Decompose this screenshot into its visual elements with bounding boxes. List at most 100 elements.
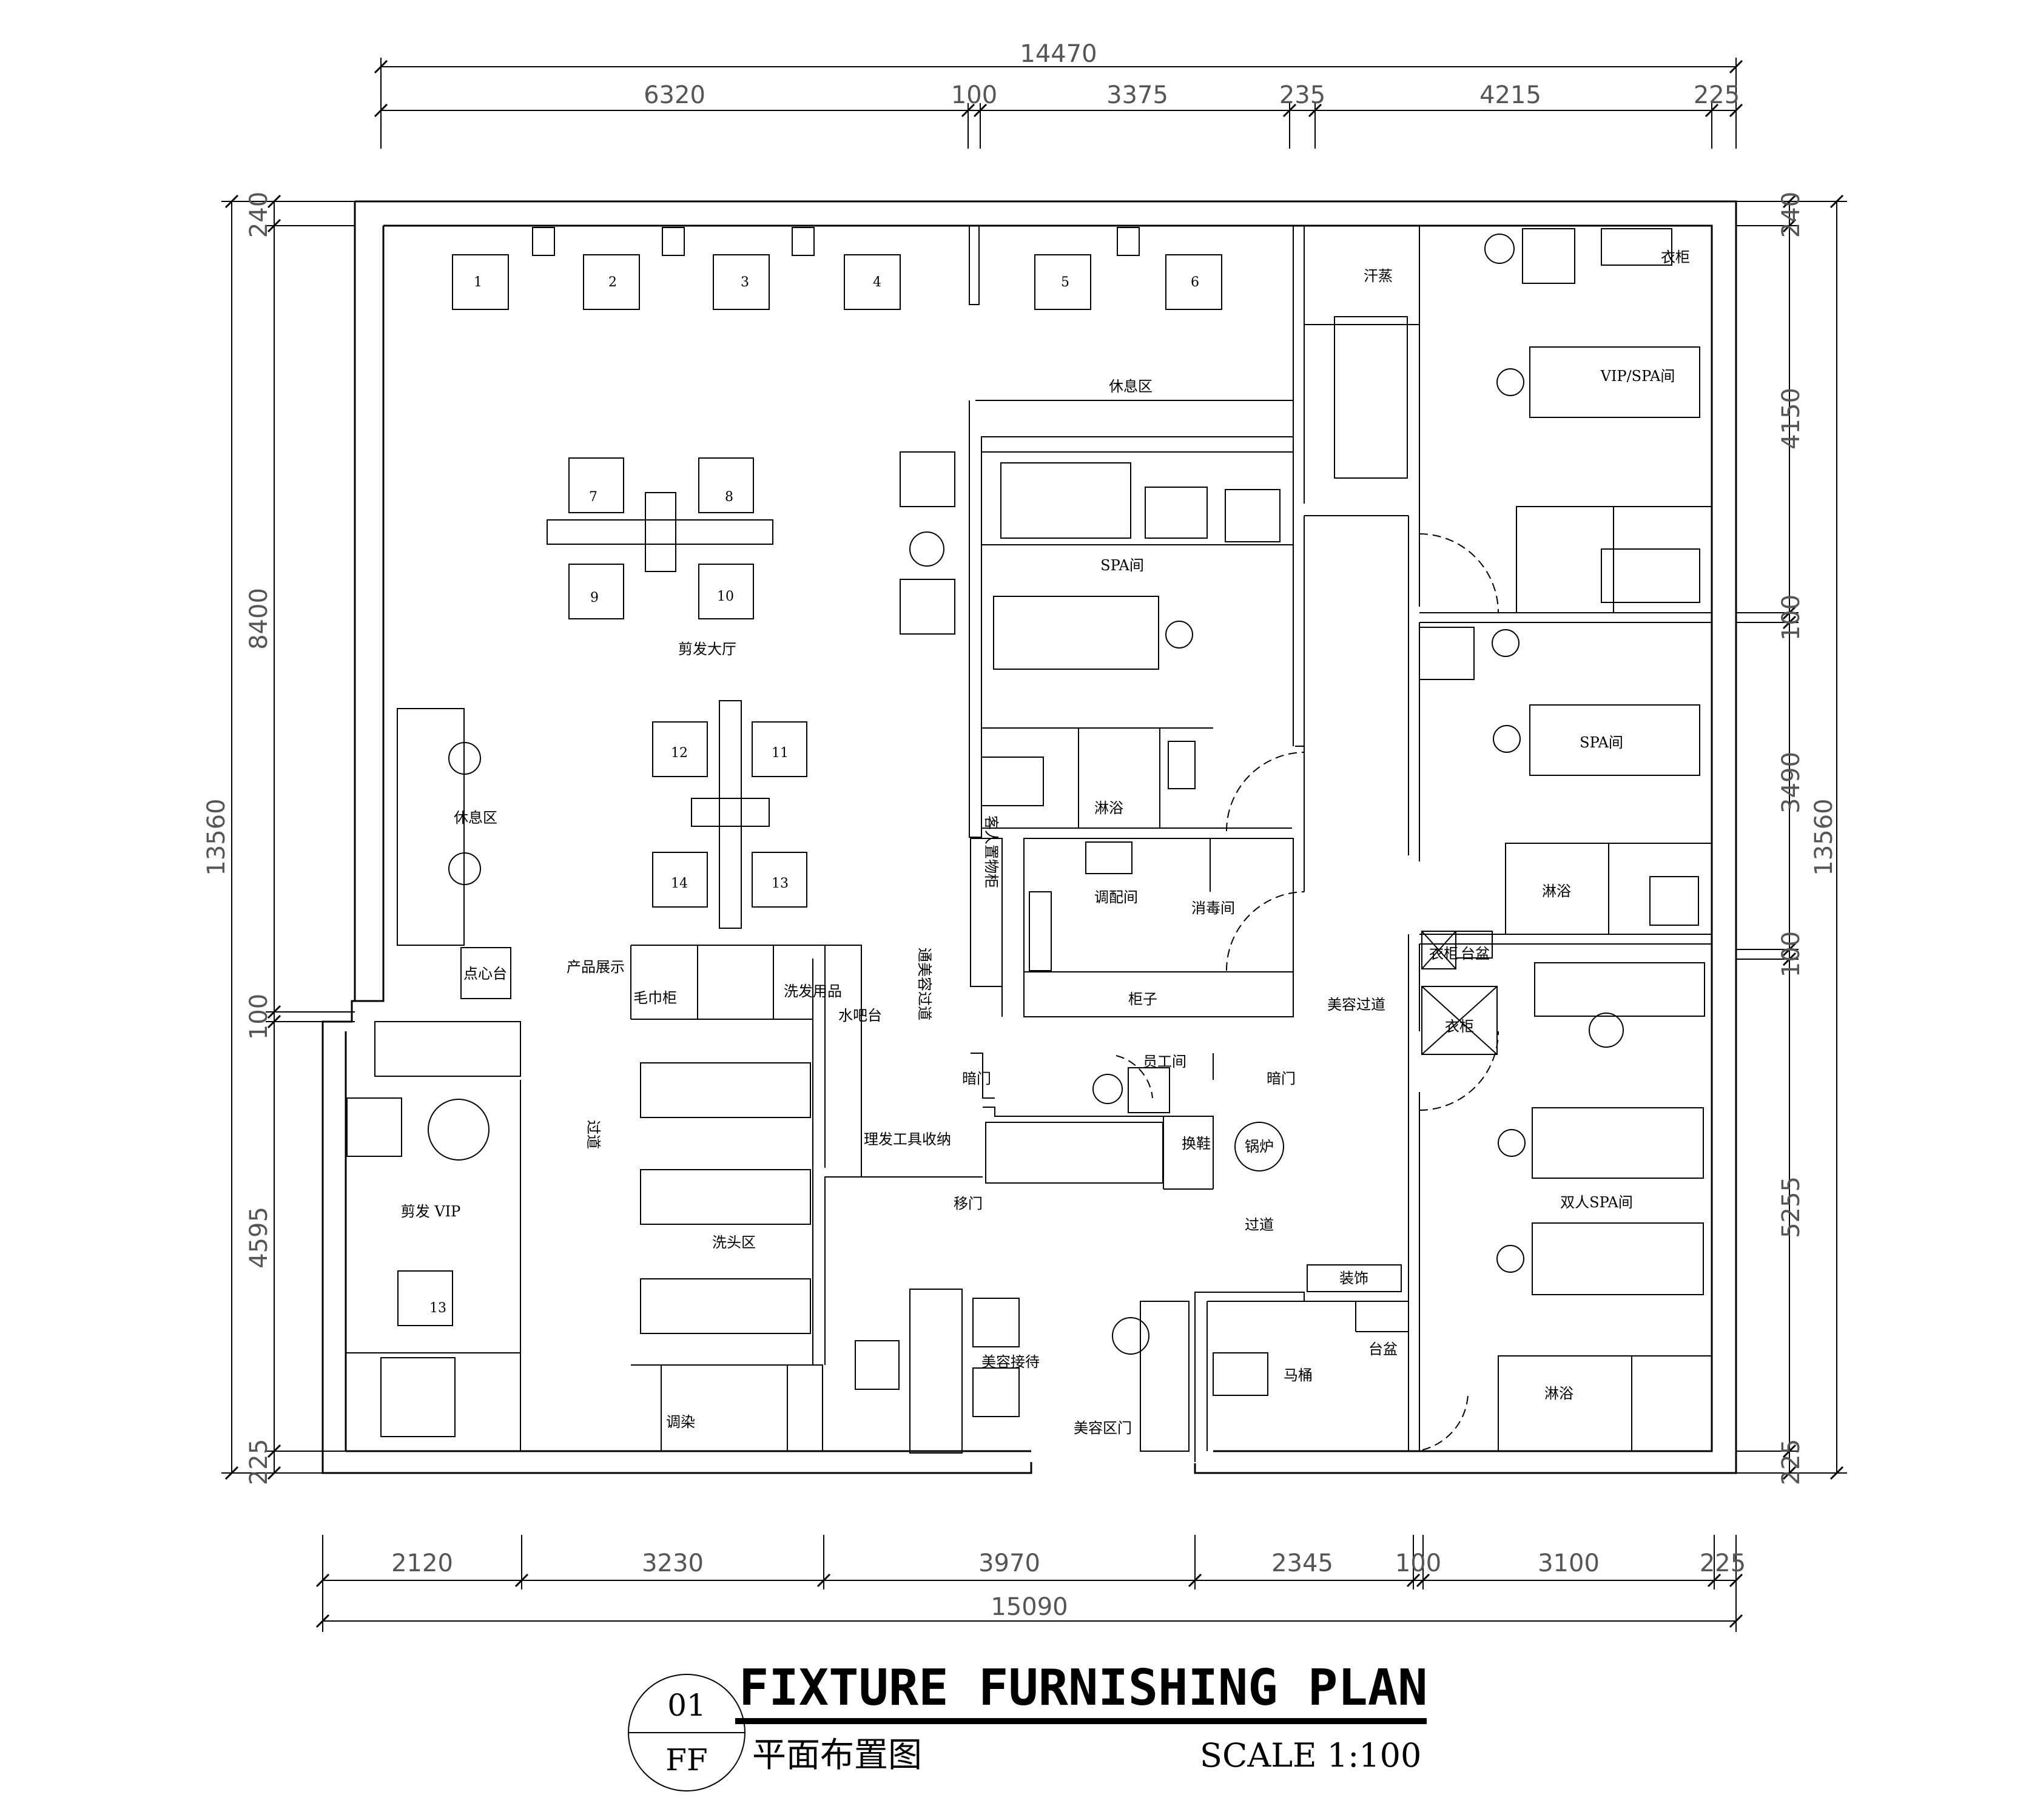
room-labels: 汗蒸 衣柜 VIP/SPA间 休息区 SPA间 剪发大厅 SPA间 休息区 淋浴… <box>401 249 1690 1437</box>
right-dim-6: 5255 <box>1777 1176 1805 1238</box>
label-dyeing: 调染 <box>666 1414 695 1431</box>
right-dim-2: 4150 <box>1777 388 1805 450</box>
plan-title: FIXTURE FURNISHING PLAN <box>739 1659 1427 1717</box>
label-shower-3: 淋浴 <box>1544 1385 1573 1402</box>
label-mixing-room: 调配间 <box>1094 889 1138 906</box>
bottom-dim-2: 3230 <box>642 1549 704 1577</box>
label-toilet: 马桶 <box>1284 1367 1313 1384</box>
label-hair-hall: 剪发大厅 <box>678 641 736 658</box>
drawing-number: 01 <box>667 1688 706 1723</box>
seat-number: 2 <box>608 275 617 290</box>
label-hair-vip: 剪发 VIP <box>401 1203 461 1220</box>
seat-number: 12 <box>671 746 688 761</box>
left-dim-5: 225 <box>245 1439 273 1485</box>
label-wash-supplies: 洗发用品 <box>784 983 842 1000</box>
label-double-spa: 双人SPA间 <box>1560 1194 1633 1211</box>
label-to-beauty-corridor: 通美容过道 <box>916 948 933 1020</box>
label-spa-room-1: SPA间 <box>1100 557 1144 574</box>
label-rest-area-1: 休息区 <box>1109 378 1153 395</box>
label-basin-1: 台盆 <box>1461 945 1490 962</box>
right-total-dim: 13560 <box>1810 798 1838 875</box>
seat-numbers: 1 2 3 4 5 6 7 8 9 10 11 12 13 14 13 <box>429 275 1199 1316</box>
label-cabinet: 柜子 <box>1128 991 1157 1008</box>
bottom-dim-6: 3100 <box>1538 1549 1600 1577</box>
bottom-total-dim: 15090 <box>991 1593 1068 1621</box>
top-dim-2: 100 <box>951 81 997 109</box>
bottom-dimensions: 2120 3230 3970 2345 100 3100 225 15090 <box>315 1535 1746 1632</box>
label-sweat-steam: 汗蒸 <box>1364 268 1393 285</box>
label-towel-cabinet: 毛巾柜 <box>633 989 677 1006</box>
label-shower-1: 淋浴 <box>1094 800 1123 817</box>
label-shoe-change: 换鞋 <box>1182 1135 1211 1152</box>
chairs <box>346 227 1672 1437</box>
label-vip-spa: VIP/SPA间 <box>1600 368 1675 385</box>
label-water-bar: 水吧台 <box>838 1007 882 1024</box>
seat-number: 1 <box>474 275 482 290</box>
label-sliding-door: 移门 <box>954 1195 983 1212</box>
spa-beds <box>993 316 1704 1295</box>
label-beauty-reception: 美容接待 <box>981 1353 1040 1370</box>
outer-walls <box>321 200 1737 1474</box>
top-dim-1: 6320 <box>644 81 705 109</box>
bottom-dim-1: 2120 <box>391 1549 453 1577</box>
label-wardrobe-1: 衣柜 <box>1661 249 1690 266</box>
label-spa-room-2: SPA间 <box>1580 734 1623 751</box>
label-decoration: 装饰 <box>1339 1270 1368 1287</box>
drawing-code: FF <box>665 1742 707 1778</box>
left-dim-1: 240 <box>245 192 273 238</box>
label-rest-area-2: 休息区 <box>454 809 497 826</box>
bottom-dim-3: 3970 <box>978 1549 1040 1577</box>
plan-subtitle: 平面布置图 <box>752 1736 922 1775</box>
label-product-display: 产品展示 <box>567 959 625 976</box>
top-total-dim: 14470 <box>1020 40 1097 68</box>
top-dim-4: 235 <box>1279 81 1325 109</box>
bottom-dim-5: 100 <box>1395 1549 1441 1577</box>
bottom-dim-4: 2345 <box>1271 1549 1333 1577</box>
label-shower-2: 淋浴 <box>1542 883 1571 900</box>
label-snack-counter: 点心台 <box>463 965 507 982</box>
label-boiler: 锅炉 <box>1245 1138 1274 1155</box>
title-block: 01 FF FIXTURE FURNISHING PLAN 平面布置图 SCAL… <box>628 1659 1427 1791</box>
top-dim-3: 3375 <box>1106 81 1168 109</box>
seat-number: 14 <box>671 876 688 891</box>
label-wardrobe-3: 衣柜 <box>1445 1018 1474 1035</box>
label-hair-tool-storage: 理发工具收纳 <box>864 1131 951 1148</box>
label-staff-room: 员工间 <box>1143 1053 1186 1070</box>
lounge-stools <box>448 742 511 999</box>
right-dim-5: 100 <box>1777 931 1805 977</box>
label-corridor-2: 过道 <box>1245 1216 1274 1233</box>
seat-number: 11 <box>772 746 789 761</box>
top-dimensions: 14470 6320 100 3375 235 4215 225 <box>374 40 1743 149</box>
right-dim-7: 225 <box>1777 1439 1805 1485</box>
label-hidden-door-2: 暗门 <box>1267 1070 1296 1087</box>
seat-number: 4 <box>873 275 881 290</box>
label-beauty-door: 美容区门 <box>1074 1420 1132 1437</box>
label-beauty-corridor: 美容过道 <box>1327 996 1385 1013</box>
left-total-dim: 13560 <box>203 798 231 875</box>
right-dimensions: 240 4150 100 3490 100 5255 225 13560 <box>1736 192 1847 1485</box>
doors <box>1116 533 1499 1451</box>
seat-number: 6 <box>1191 275 1199 290</box>
left-dimensions: 13560 240 8400 100 4595 225 <box>203 192 355 1485</box>
seat-number: 13 <box>772 876 789 891</box>
seat-number: 5 <box>1061 275 1069 290</box>
seat-number: 7 <box>589 490 597 505</box>
seat-number: 13 <box>429 1301 446 1316</box>
plan-scale: SCALE 1:100 <box>1200 1736 1421 1774</box>
left-dim-3: 100 <box>245 994 273 1040</box>
label-hidden-door-1: 暗门 <box>962 1070 991 1087</box>
label-corridor-1: 过道 <box>585 1120 602 1149</box>
right-dim-3: 100 <box>1777 595 1805 641</box>
seat-number: 8 <box>725 490 733 505</box>
label-wardrobe-2: 衣柜 <box>1429 945 1458 962</box>
top-dim-6: 225 <box>1694 81 1740 109</box>
bottom-dim-7: 225 <box>1700 1549 1746 1577</box>
label-basin-2: 台盆 <box>1368 1341 1398 1358</box>
label-shampoo-area: 洗头区 <box>712 1234 756 1251</box>
fixtures <box>981 548 1705 1452</box>
right-dim-4: 3490 <box>1777 752 1805 814</box>
left-dim-2: 8400 <box>245 588 273 650</box>
label-guest-locker: 客人置物柜 <box>983 815 1000 888</box>
seat-number: 10 <box>717 589 734 604</box>
